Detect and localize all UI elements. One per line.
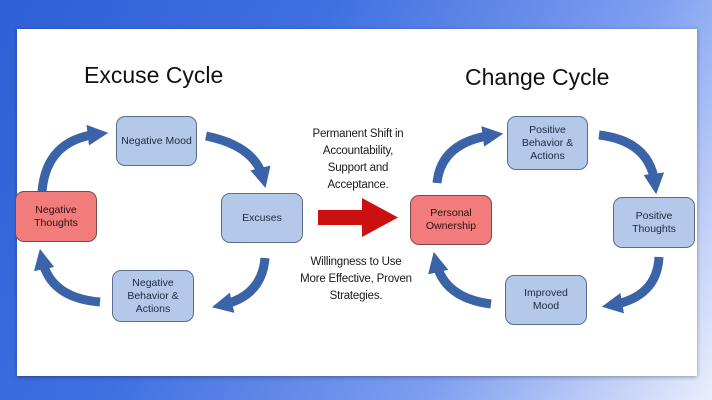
transition-bottom-text: Willingness to Use More Effective, Prove… <box>300 256 412 302</box>
arrow-thoughts-to-mood <box>37 124 109 193</box>
arrow-mood-to-excuses <box>205 131 271 189</box>
arrow-behavior-to-thoughts <box>33 248 101 307</box>
arrow-ownership-to-positive-behavior <box>432 126 504 184</box>
node-positive-behavior: Positive Behavior & Actions <box>507 116 588 170</box>
change-cycle-title: Change Cycle <box>465 64 610 90</box>
node-positive-thoughts: Positive Thoughts <box>613 197 695 248</box>
node-improved-mood: Improved Mood <box>505 275 587 325</box>
arrow-positive-behavior-to-thoughts <box>598 130 665 195</box>
node-personal-ownership: Personal Ownership <box>410 195 492 245</box>
node-negative-mood: Negative Mood <box>116 116 197 166</box>
arrow-improved-mood-to-ownership <box>428 251 492 309</box>
transition-top-text: Permanent Shift in Accountability, Suppo… <box>312 128 404 191</box>
node-negative-thoughts: Negative Thoughts <box>15 191 97 242</box>
transition-arrow <box>318 198 398 237</box>
node-negative-behavior: Negative Behavior & Actions <box>112 270 194 322</box>
node-excuses: Excuses <box>221 193 303 243</box>
arrow-excuses-to-behavior <box>211 257 270 313</box>
arrow-thoughts-to-improved-mood <box>601 256 664 314</box>
excuse-cycle-title: Excuse Cycle <box>84 62 224 88</box>
